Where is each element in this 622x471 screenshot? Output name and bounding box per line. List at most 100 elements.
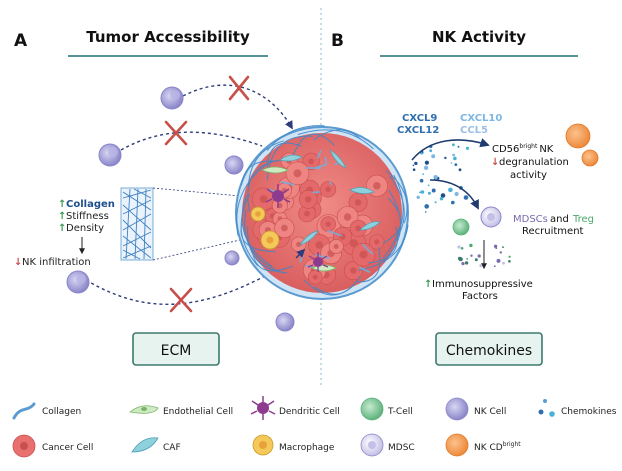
nk-cell-icon (99, 144, 121, 166)
cancer-cell-nucleus (355, 226, 361, 232)
chemokines-box: Chemokines (436, 333, 542, 365)
legend-macrophage: Macrophage (253, 435, 335, 455)
nk-cell-icon (446, 398, 468, 420)
macrophage-icon (251, 207, 265, 221)
legend-caf: CAF (132, 438, 181, 453)
legend-cancer: Cancer Cell (13, 435, 93, 457)
chemokine-dot (425, 211, 427, 213)
chemokine-dot (452, 143, 455, 146)
nk-cd-bright-icon (446, 434, 468, 456)
cancer-cell-nucleus (373, 182, 381, 190)
chemokine-dot (458, 146, 460, 148)
chemokine-dot (432, 189, 436, 193)
chemokine-dot (435, 201, 437, 203)
suppressive-factor-dot (497, 259, 501, 263)
cancer-cell-nucleus (304, 211, 310, 217)
nk-cd56-bright-icon (582, 150, 598, 166)
svg-text:Dendritic Cell: Dendritic Cell (279, 407, 340, 417)
cancer-cell-nucleus (308, 159, 314, 165)
chemokine-cxcl12: CXCL12 (397, 125, 439, 136)
suppressive-factor-dot (475, 258, 478, 261)
factors-label: Factors (462, 291, 498, 302)
svg-text:Chemokines: Chemokines (561, 407, 617, 417)
suppressive-factor-dot (494, 265, 496, 267)
chemokine-dot (417, 196, 420, 199)
chemokine-dot (424, 166, 428, 170)
suppressive-factor-dot (500, 251, 502, 253)
chemokine-dot (455, 192, 459, 196)
cancer-cell-nucleus (325, 187, 330, 192)
outcome-nk-infiltration: NK infiltration (22, 257, 91, 268)
chemokine-dot (452, 154, 455, 157)
cancer-cell-nucleus (281, 225, 288, 232)
chemokine-dot (413, 165, 415, 167)
ecm-box-label: ECM (161, 343, 192, 359)
cancer-cell-nucleus (315, 241, 323, 249)
chemokine-dots (413, 143, 470, 212)
mdsc-icon (481, 207, 501, 227)
cancer-cell-nucleus (344, 213, 351, 220)
chemokine-dot (451, 162, 453, 164)
nk-cell-icon (67, 271, 89, 293)
cancer-cell-nucleus (355, 199, 361, 205)
chemokine-labels: CXCL9 CXCL10 CXCL12 CCL5 (397, 113, 502, 136)
chemokine-dots-icon (539, 399, 555, 417)
panel-a-title: Tumor Accessibility (86, 28, 250, 46)
suppressive-factor-dot (509, 256, 511, 258)
blocked-markers (166, 77, 248, 311)
mdsc-text: MDSCs and Treg Recruitment (513, 214, 594, 237)
tumor-mass (236, 126, 408, 299)
degranulation-label: degranulation (499, 157, 569, 168)
legend-mdsc: MDSC (361, 434, 415, 456)
nk-cell-icon (276, 313, 294, 331)
mdscs-label: MDSCs (513, 214, 548, 225)
suppressive-factor-dot (479, 264, 482, 267)
chemokine-dot (453, 157, 457, 161)
legend-tcell: T-Cell (361, 398, 413, 420)
red-x-icon (171, 289, 191, 311)
chemokine-dot (440, 197, 443, 200)
cd56-prefix: CD56 (492, 144, 519, 155)
factor-collagen: Collagen (66, 199, 115, 210)
svg-text:Collagen: Collagen (42, 407, 81, 417)
chemokine-dot (425, 161, 429, 165)
chemokine-dot (424, 204, 429, 209)
chemokine-dot (431, 154, 435, 158)
legend-collagen: Collagen (14, 404, 81, 418)
nk-cell-icon (225, 251, 239, 265)
cancer-cell-nucleus (374, 239, 379, 244)
red-x-icon (166, 122, 186, 144)
cancer-cell-nucleus (350, 267, 356, 273)
svg-text:MDSC: MDSC (388, 443, 415, 453)
red-x-icon (230, 77, 248, 99)
chemokine-dot (454, 163, 457, 166)
chemokine-dot (429, 149, 432, 152)
svg-text:Cancer Cell: Cancer Cell (42, 443, 93, 453)
legend-dendritic: Dendritic Cell (251, 396, 340, 420)
chemokine-dot (451, 201, 455, 205)
chemokine-dot (448, 188, 453, 193)
collagen-mesh (121, 188, 240, 260)
suppressive-factor-dot (494, 245, 497, 248)
suppressive-factor-dot (508, 260, 511, 263)
chemokine-dot (466, 147, 469, 150)
collagen-fiber (325, 157, 326, 164)
and-label: and (550, 214, 569, 225)
nk-cell-icon (225, 156, 243, 174)
nk-cell-icon (161, 87, 183, 109)
suppressive-factor-dot (465, 261, 468, 264)
immunosuppressive-text: ↑ Immunosuppressive Factors (424, 279, 533, 302)
ecm-box: ECM (133, 333, 219, 365)
suppressive-factor-dot (502, 262, 505, 265)
cancer-cell-nucleus (294, 169, 302, 177)
treg-label: Treg (572, 214, 594, 225)
svg-text:NK Cell: NK Cell (474, 407, 506, 417)
suppressive-factor-dot (461, 247, 464, 250)
chemokine-dot (414, 162, 417, 165)
suppressive-factor-dot (457, 245, 460, 248)
cd56-sup: bright (519, 143, 538, 150)
nk-cd56-bright-icon (566, 124, 590, 148)
panel-b-title: NK Activity (432, 28, 526, 46)
caf-icon (132, 438, 158, 452)
